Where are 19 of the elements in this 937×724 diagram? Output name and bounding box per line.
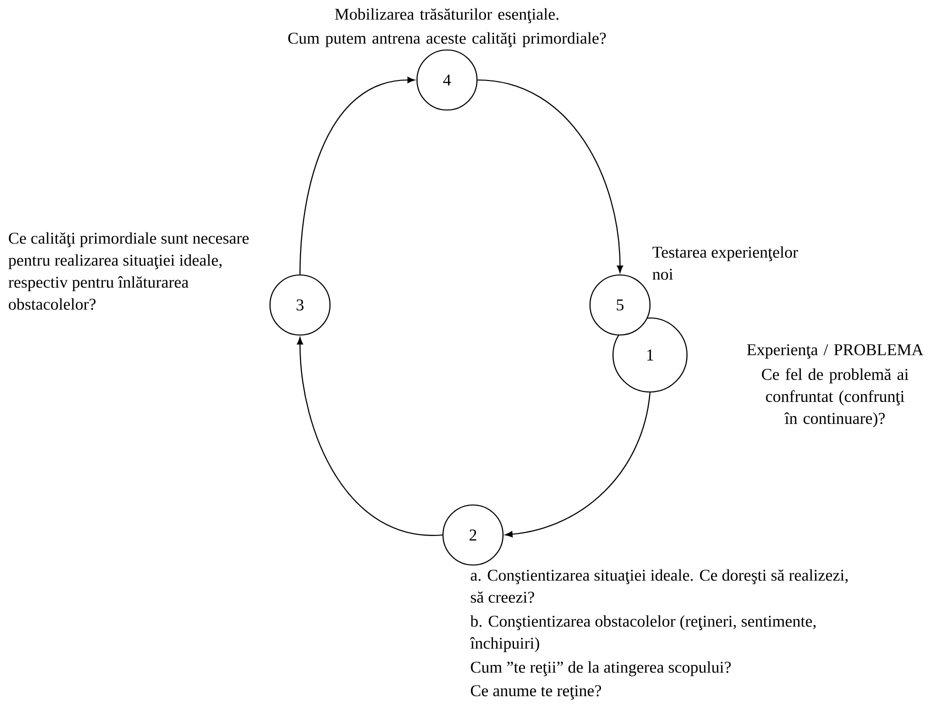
arrow [478, 79, 624, 273]
caption-text: a. Conştientizarea situaţiei ideale. Ce doreşti să realizezi, să creezi? [470, 569, 848, 603]
caption-text: Cum putem antrena aceste calităţi primordiale? [288, 32, 606, 48]
caption-text: Cum ”te reţii” de la atingerea scopului? [470, 661, 731, 676]
circle-node: 4 [416, 49, 478, 111]
circle-node: 3 [269, 274, 331, 336]
caption-text: Ce fel de problemă ai confruntat (confrunţi în continuare)? [762, 368, 908, 428]
arrow [505, 392, 651, 538]
circle-node: 5 [589, 274, 651, 336]
arrow [296, 337, 442, 536]
caption-text: Ce calităţi primordiale sunt necesare pentru realizarea situaţiei ideale, respectiv pentru înlăturarea obstacolelor? [8, 232, 249, 310]
circle-node: 2 [442, 504, 504, 566]
caption-text: Experienţa / PROBLEMA [747, 344, 924, 359]
caption-text: Mobilizarea trăsăturilor esenţiale. [335, 8, 558, 24]
circle-node: 1 [612, 317, 688, 393]
caption-text: Testarea experienţelor noi [652, 246, 798, 280]
caption-text: b. Conştientizarea obstacolelor (reţineri, sentimente, închipuiri) [470, 615, 816, 652]
arrow [299, 76, 415, 274]
caption-text: Ce anume te reţine? [470, 685, 602, 700]
